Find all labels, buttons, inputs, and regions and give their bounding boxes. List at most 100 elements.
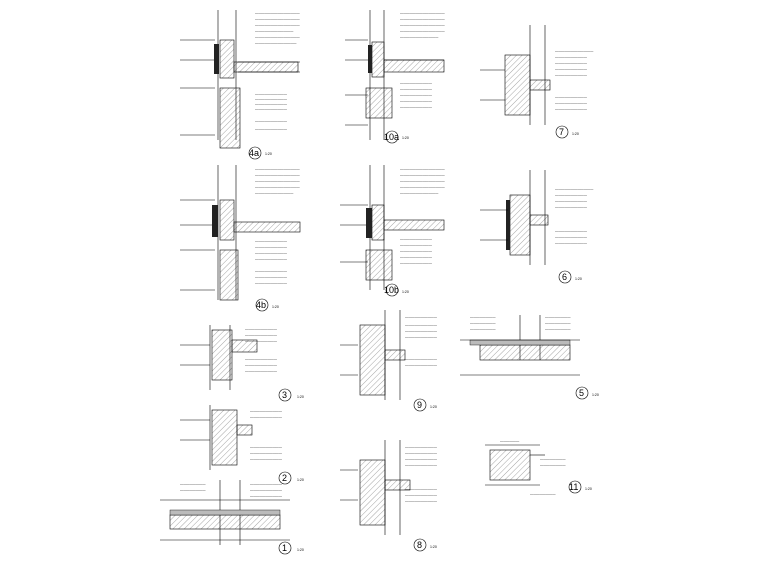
svg-text:——————————: —————————— xyxy=(245,363,278,367)
svg-text:——————————: —————————— xyxy=(245,327,278,331)
svg-text:——————————: —————————— xyxy=(405,329,438,333)
svg-text:——————————: —————————— xyxy=(555,229,588,233)
svg-text:——————————: —————————— xyxy=(400,237,433,241)
svg-text:——————————: —————————— xyxy=(405,451,438,455)
detail-10b-scale: 1:20 xyxy=(402,290,409,294)
svg-text:——————————: —————————— xyxy=(255,275,288,279)
svg-text:——————————: —————————— xyxy=(255,92,288,96)
detail-8-scale: 1:20 xyxy=(430,545,437,549)
svg-text:——————————: —————————— xyxy=(250,415,283,419)
svg-text:——————————————: —————————————— xyxy=(400,17,445,21)
svg-text:————————————: ———————————— xyxy=(255,29,294,33)
svg-text:————————————: ———————————— xyxy=(255,191,294,195)
svg-text:————————————: ———————————— xyxy=(555,187,594,191)
svg-text:——————————: —————————— xyxy=(405,445,438,449)
detail-7-scale: 1:20 xyxy=(572,132,579,136)
svg-text:——————————: —————————— xyxy=(250,451,283,455)
svg-text:——————————: —————————— xyxy=(250,494,283,498)
detail-7-label: 7 xyxy=(559,127,564,137)
svg-text:——————————: —————————— xyxy=(255,102,288,106)
svg-text:——————————: —————————— xyxy=(255,281,288,285)
svg-text:——————————: —————————— xyxy=(555,107,588,111)
svg-text:—————————————: ————————————— xyxy=(255,41,297,45)
svg-text:——————————————: —————————————— xyxy=(255,17,300,21)
svg-text:——————————: —————————— xyxy=(400,255,433,259)
svg-text:——————————: —————————— xyxy=(400,261,433,265)
detail-4b-scale: 1:20 xyxy=(272,305,279,309)
svg-text:——————————————: —————————————— xyxy=(255,173,300,177)
svg-text:——————————: —————————— xyxy=(250,488,283,492)
detail-10b: —————————————— —————————————— ——————————… xyxy=(340,165,445,297)
svg-text:————————: ———————— xyxy=(545,321,571,325)
svg-text:——————————: —————————— xyxy=(400,243,433,247)
svg-text:——————————: —————————— xyxy=(405,357,438,361)
svg-text:——————————: —————————— xyxy=(555,101,588,105)
detail-1-scale: 1:20 xyxy=(297,548,304,552)
svg-text:——————————: —————————— xyxy=(245,339,278,343)
svg-text:——————————: —————————— xyxy=(255,107,288,111)
svg-text:——————————: —————————— xyxy=(255,257,288,261)
detail-1: ———————— ———————— —————————— —————————— … xyxy=(160,480,304,555)
detail-4a: —————————————— —————————————— ——————————… xyxy=(180,10,300,160)
detail-10a-label: 10a xyxy=(384,132,399,142)
svg-text:——————————: —————————— xyxy=(255,127,288,131)
svg-text:——————————: —————————— xyxy=(405,323,438,327)
svg-text:——————————: —————————— xyxy=(405,499,438,503)
svg-text:——————————: —————————— xyxy=(400,93,433,97)
svg-text:——————————: —————————— xyxy=(250,482,283,486)
svg-text:——————————: —————————— xyxy=(555,235,588,239)
detail-6-label: 6 xyxy=(562,272,567,282)
svg-text:————————: ———————— xyxy=(470,321,496,325)
svg-text:————————: ———————— xyxy=(180,482,206,486)
svg-text:——————————————: —————————————— xyxy=(255,167,300,171)
svg-text:——————————: —————————— xyxy=(555,205,588,209)
svg-text:————————: ———————— xyxy=(545,315,571,319)
detail-8-label: 8 xyxy=(417,540,422,550)
svg-text:————————: ———————— xyxy=(470,327,496,331)
detail-1-label: 1 xyxy=(282,543,287,553)
detail-11: —————— ———————— ———————— ———————— 11 1:2… xyxy=(485,439,592,496)
svg-text:————————————: ———————————— xyxy=(555,49,594,53)
svg-text:——————————: —————————— xyxy=(250,445,283,449)
svg-text:——————————————: —————————————— xyxy=(255,11,300,15)
svg-text:——————————: —————————— xyxy=(255,251,288,255)
svg-text:——————————: —————————— xyxy=(555,95,588,99)
svg-text:——————————: —————————— xyxy=(255,119,288,123)
detail-9-label: 9 xyxy=(417,400,422,410)
detail-9-scale: 1:20 xyxy=(430,405,437,409)
svg-text:——————————: —————————— xyxy=(405,487,438,491)
svg-text:——————————: —————————— xyxy=(555,199,588,203)
detail-6-scale: 1:20 xyxy=(575,277,582,281)
svg-text:——————————————: —————————————— xyxy=(400,29,445,33)
svg-text:————————————: ———————————— xyxy=(400,35,439,39)
detail-3-label: 3 xyxy=(282,390,287,400)
detail-5: ———————— ———————— ———————— ———————— ————… xyxy=(460,315,599,400)
svg-text:——————————: —————————— xyxy=(400,249,433,253)
detail-4a-label: 4a xyxy=(249,148,259,158)
detail-10a-scale: 1:20 xyxy=(402,136,409,140)
svg-text:——————————————: —————————————— xyxy=(400,185,445,189)
detail-2-label: 2 xyxy=(282,473,287,483)
svg-text:——————————: —————————— xyxy=(555,67,588,71)
svg-text:——————————: —————————— xyxy=(400,99,433,103)
svg-text:——————————: —————————— xyxy=(555,241,588,245)
detail-10b-label: 10b xyxy=(384,285,399,295)
svg-text:——————————————: —————————————— xyxy=(400,173,445,177)
detail-7: ———————————— —————————— —————————— —————… xyxy=(480,25,594,139)
svg-text:————————: ———————— xyxy=(470,315,496,319)
svg-text:——————————————: —————————————— xyxy=(400,23,445,27)
svg-text:——————————: —————————— xyxy=(405,335,438,339)
svg-text:——————————————: —————————————— xyxy=(400,11,445,15)
svg-text:——————————————: —————————————— xyxy=(255,179,300,183)
svg-text:————————: ———————— xyxy=(540,457,566,461)
detail-2-scale: 1:20 xyxy=(297,478,304,482)
svg-text:————————: ———————— xyxy=(180,488,206,492)
detail-8: —————————— —————————— —————————— ———————… xyxy=(340,440,438,552)
svg-text:——————————: —————————— xyxy=(400,81,433,85)
svg-text:——————————: —————————— xyxy=(250,409,283,413)
detail-9: —————————— —————————— —————————— ———————… xyxy=(340,310,438,412)
detail-4b: —————————————— —————————————— ——————————… xyxy=(180,165,300,312)
svg-text:——————————: —————————— xyxy=(245,369,278,373)
svg-text:————————: ———————— xyxy=(545,327,571,331)
